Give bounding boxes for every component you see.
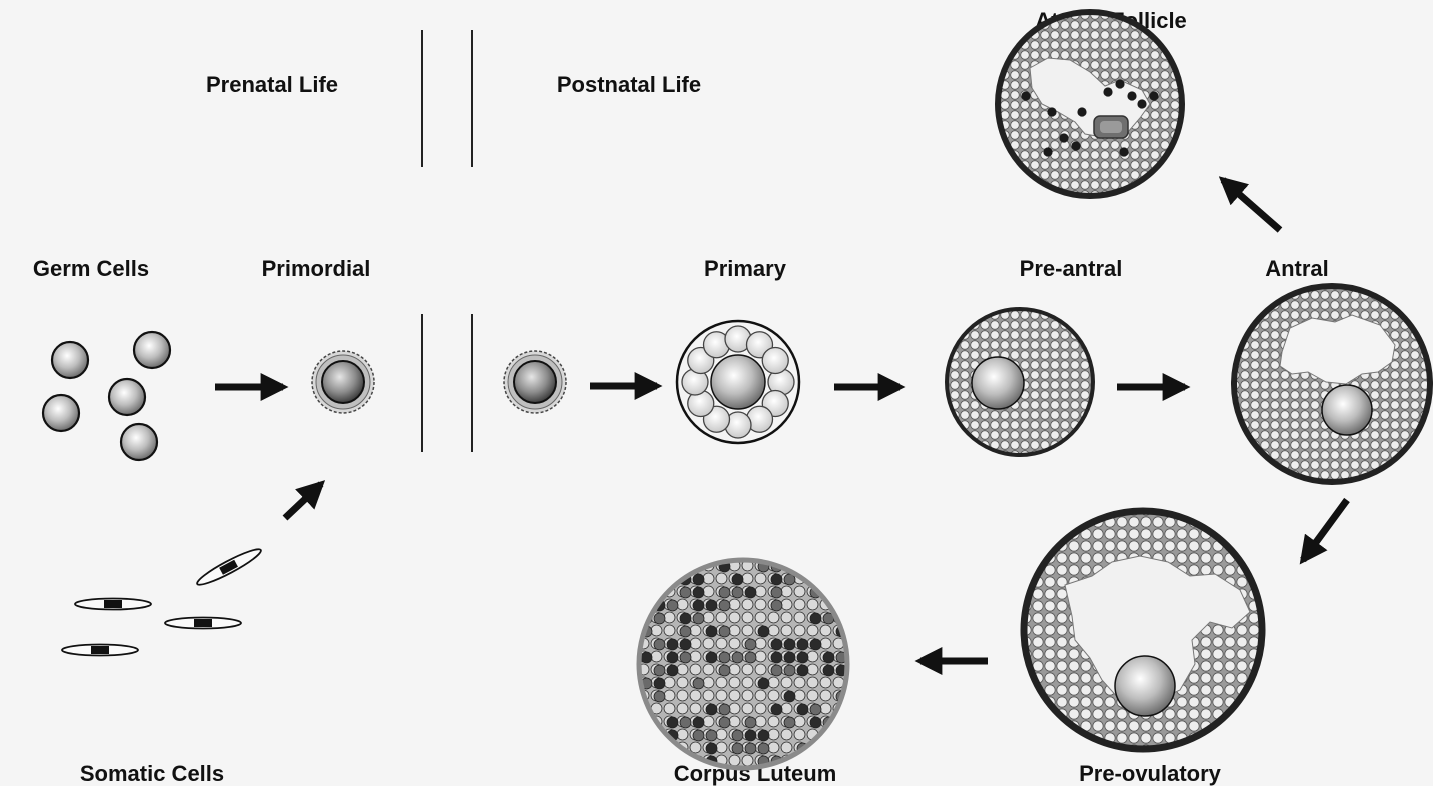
postnatal-life-label: Postnatal Life	[557, 72, 701, 97]
pre-antral-label: Pre-antral	[1020, 256, 1123, 281]
arrow-antral-to-atretic	[1223, 180, 1280, 230]
primordial-label: Primordial	[262, 256, 371, 281]
germ-cells	[43, 332, 170, 460]
pre-ovulatory-follicle	[1024, 511, 1262, 749]
birth-divider	[422, 30, 472, 452]
pre-antral-follicle	[947, 309, 1093, 455]
arrow-somatic-to-primordial	[285, 484, 321, 518]
corpus-luteum	[639, 560, 860, 780]
primary-follicle	[677, 321, 799, 443]
antral-label: Antral	[1265, 256, 1329, 281]
primary-label: Primary	[704, 256, 787, 281]
somatic-cells-label: Somatic Cells	[80, 761, 224, 786]
primordial-follicle-postnatal	[504, 351, 566, 413]
somatic-cells	[62, 545, 264, 656]
atretic-follicle	[998, 12, 1182, 196]
prenatal-life-label: Prenatal Life	[206, 72, 338, 97]
pre-ovulatory-label: Pre-ovulatory	[1079, 761, 1222, 786]
primordial-follicle	[312, 351, 374, 413]
germ-cells-label: Germ Cells	[33, 256, 149, 281]
arrow-antral-to-preovulatory	[1303, 500, 1347, 560]
antral-follicle	[1234, 286, 1430, 482]
